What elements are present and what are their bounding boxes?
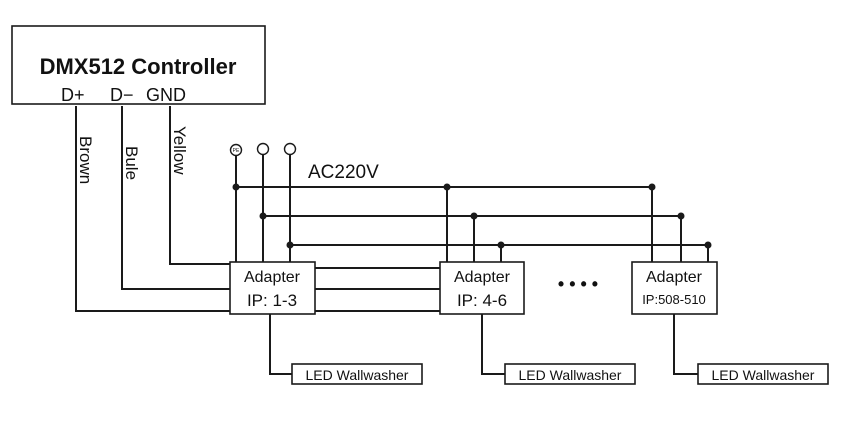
led-label: LED Wallwasher [519,367,622,383]
controller-box [11,25,266,105]
adapter-ip: IP: 4-6 [457,291,507,310]
adapter-label: Adapter [646,269,703,286]
adapter-1: Adapter IP: 1-3 [229,261,316,315]
led-label: LED Wallwasher [306,367,409,383]
adapter-label: Adapter [454,269,511,286]
led-box [504,363,636,385]
junction-dot [648,183,656,191]
led-label: LED Wallwasher [712,367,815,383]
led-box [291,363,423,385]
pin-d-minus: D− [110,85,134,105]
neutral-terminal [283,142,297,156]
yellow-label: Yellow [170,126,189,175]
ground-symbol-label: PE [233,148,240,154]
adapter-box [631,261,718,315]
pin-gnd: GND [146,85,186,105]
junction-dot [286,241,294,249]
junction-dot [704,241,712,249]
junction-dot [497,241,505,249]
adapter-box [229,261,316,315]
adapter-label: Adapter [244,269,301,286]
signal-wires: Brown Bule Yellow [75,106,440,312]
adapter-3: Adapter IP:508-510 [631,261,718,315]
adapter-ip: IP: 1-3 [247,291,297,310]
controller-title: DMX512 Controller [40,54,237,79]
brown-label: Brown [76,136,95,184]
bule-wire [121,106,230,290]
live-terminal [256,142,270,156]
junction-dot [443,183,451,191]
yellow-wire [169,106,230,265]
led-box [697,363,829,385]
ellipsis: • • • • [558,274,598,294]
brown-wire [75,106,230,312]
junction-dot [259,212,267,220]
junction-dot [470,212,478,220]
junction-dot [232,183,240,191]
led-wallwasher-3: LED Wallwasher [673,314,829,385]
junction-dot [677,212,685,220]
adapter-ip: IP:508-510 [642,292,706,307]
led-wallwasher-1: LED Wallwasher [269,314,423,385]
led-lead [673,314,698,375]
ground-terminal [229,143,243,157]
adapter-2: Adapter IP: 4-6 [439,261,525,315]
pin-d-plus: D+ [61,85,85,105]
led-wallwasher-2: LED Wallwasher [481,314,636,385]
bule-label: Bule [122,146,141,180]
ac-voltage-label: AC220V [308,162,379,183]
ac-power: PE AC220V [229,142,712,262]
dmx512-controller: DMX512 Controller D+ D− GND [11,25,266,105]
led-lead [481,314,505,375]
led-lead [269,314,292,375]
